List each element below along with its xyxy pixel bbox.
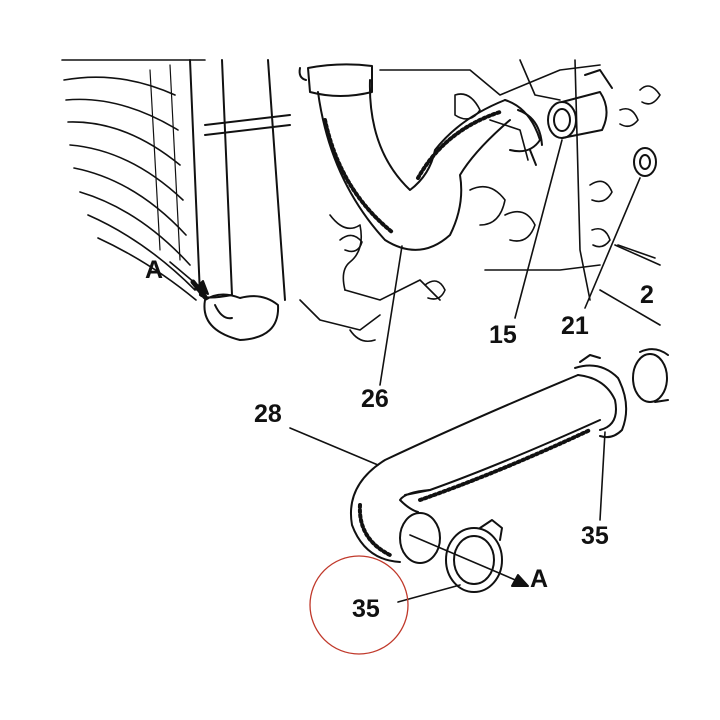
highlight-circle bbox=[309, 555, 409, 655]
fitting-21 bbox=[633, 147, 657, 177]
fitting-15 bbox=[547, 69, 613, 139]
label-a-bottom: A bbox=[530, 565, 549, 593]
clamp-35-lower bbox=[445, 519, 503, 593]
radiator bbox=[61, 59, 291, 341]
leader-35-right bbox=[599, 431, 606, 521]
leader-lines bbox=[169, 139, 656, 603]
hose-26 bbox=[298, 63, 543, 251]
label-part-28: 28 bbox=[254, 400, 282, 428]
label-part-21: 21 bbox=[561, 312, 589, 340]
label-part-2x-cut: 2 bbox=[640, 281, 654, 309]
hose-28 bbox=[350, 354, 628, 564]
arrowhead-a-bottom bbox=[511, 574, 529, 587]
label-part-35-circled: 35 bbox=[352, 595, 380, 623]
leader-26 bbox=[379, 245, 403, 386]
label-a-top: A bbox=[145, 256, 164, 284]
leader-21 bbox=[584, 177, 641, 309]
leader-15 bbox=[514, 139, 563, 319]
radiator-frame bbox=[204, 59, 291, 301]
leader-28 bbox=[289, 427, 379, 466]
label-part-26: 26 bbox=[361, 385, 389, 413]
radiator-outlet bbox=[203, 293, 280, 341]
right-pipe-stub bbox=[632, 348, 669, 403]
arrowhead-a-top bbox=[194, 280, 209, 295]
radiator-side-tank bbox=[189, 59, 233, 299]
label-part-15: 15 bbox=[489, 321, 517, 349]
radiator-fins bbox=[61, 59, 206, 301]
label-part-35-right: 35 bbox=[581, 522, 609, 550]
leader-2x bbox=[617, 244, 656, 259]
leader-a-bottom bbox=[409, 534, 521, 583]
leader-35-circled bbox=[397, 584, 461, 603]
